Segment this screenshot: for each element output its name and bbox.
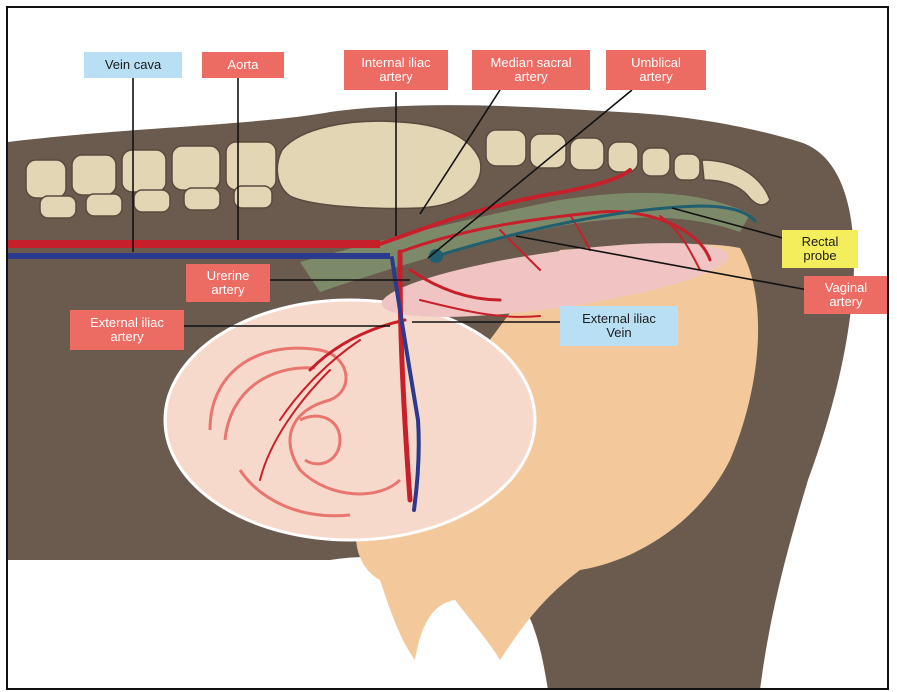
label-uterine-artery: Urerine artery (186, 264, 270, 302)
label-internal-iliac-artery: Internal iliac artery (344, 50, 448, 90)
label-external-iliac-vein: External iliac Vein (560, 306, 678, 346)
label-vaginal-artery: Vaginal artery (804, 276, 888, 314)
label-median-sacral-artery: Median sacral artery (472, 50, 590, 90)
label-umbilical-artery: Umblical artery (606, 50, 706, 90)
label-rectal-probe: Rectal probe (782, 230, 858, 268)
label-vein-cava: Vein cava (84, 52, 182, 78)
uterus (165, 300, 535, 540)
label-external-iliac-artery: External iliac artery (70, 310, 184, 350)
label-aorta: Aorta (202, 52, 284, 78)
